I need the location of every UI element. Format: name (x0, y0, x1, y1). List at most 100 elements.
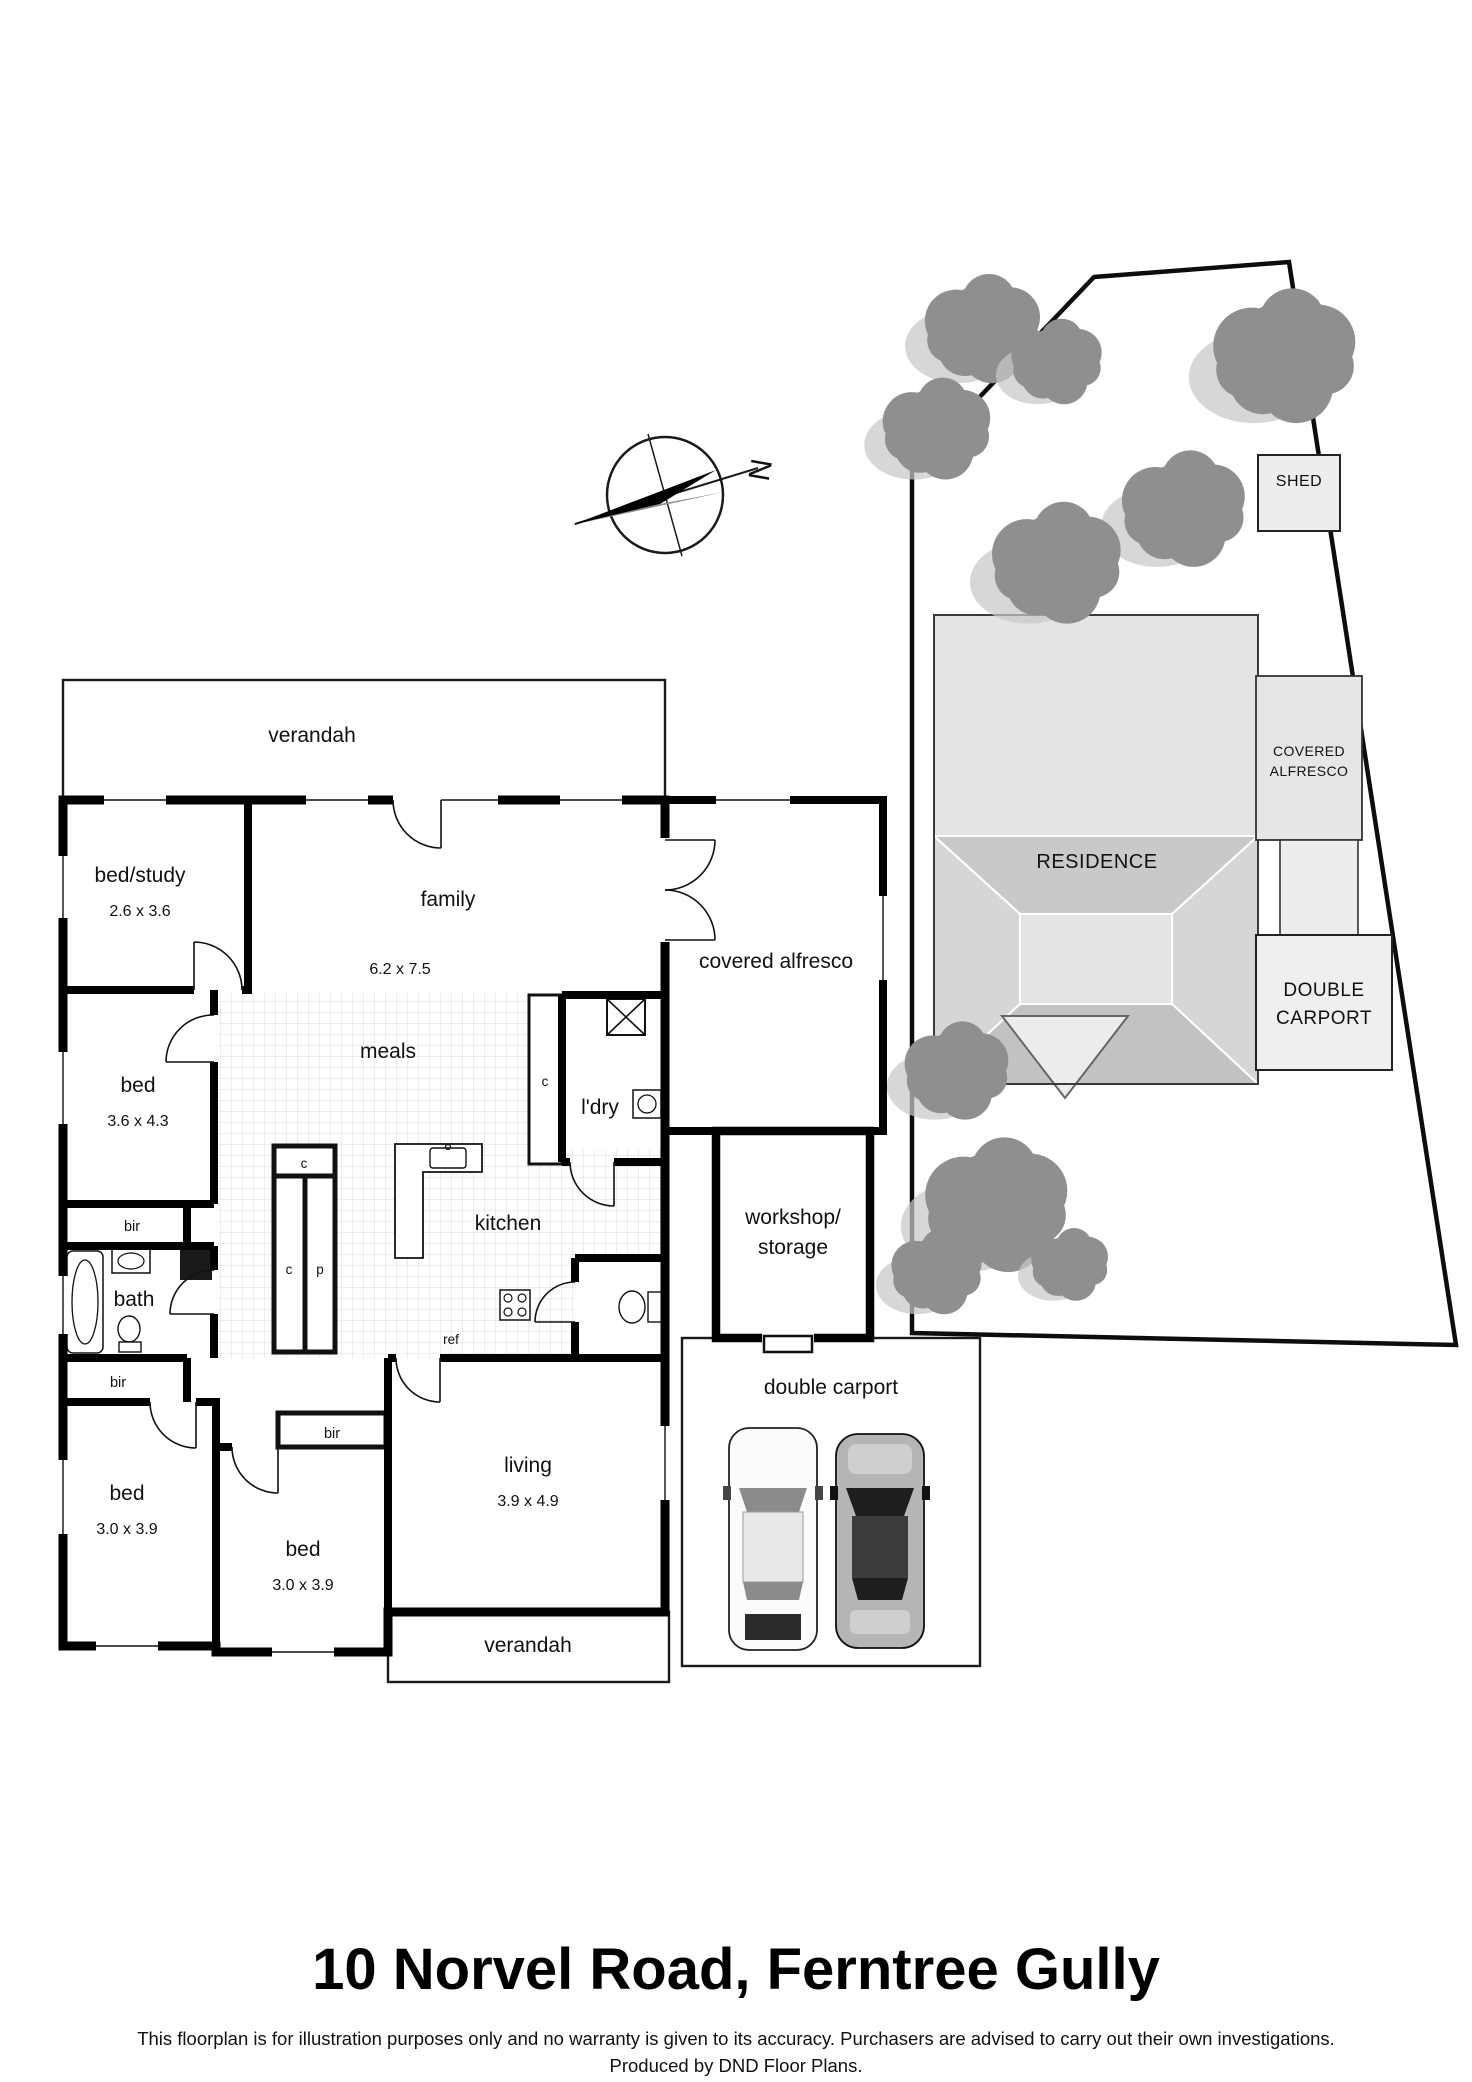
car-roof (852, 1516, 908, 1578)
label-cupboard-c1: c (542, 1074, 549, 1089)
tree (864, 377, 991, 480)
bath-fixtures (66, 1248, 212, 1354)
door-arc (231, 1446, 279, 1494)
door-arc (534, 1281, 576, 1323)
site-covered-alfresco: COVERED ALFRESCO (1255, 675, 1363, 841)
label-meals: meals (360, 1040, 416, 1063)
interior-walls (63, 796, 665, 1646)
label-bed2: bed (109, 1482, 144, 1505)
tree (1100, 450, 1245, 567)
credit-text: Produced by DND Floor Plans. (609, 2055, 863, 2076)
label-living: living (504, 1454, 552, 1477)
dims-bed3: 3.0 x 3.9 (272, 1577, 333, 1594)
label-family: family (421, 888, 476, 911)
built-in-robe (275, 1410, 389, 1450)
disclaimer-text: This floorplan is for illustration purpo… (137, 2028, 1335, 2049)
hall-pantry (302, 1173, 338, 1355)
dims-living: 3.9 x 4.9 (497, 1493, 558, 1510)
label-bed1: bed (120, 1074, 155, 1097)
site-alfresco-label-2: ALFRESCO (1270, 763, 1349, 779)
label-verandah-top: verandah (268, 724, 356, 747)
window (560, 793, 622, 807)
window (96, 1639, 158, 1653)
door-arc (664, 839, 716, 891)
toilet-tank (647, 1291, 663, 1323)
label-kitchen: kitchen (475, 1212, 542, 1235)
car-windshield (739, 1488, 807, 1512)
room-labels: verandah bed/study 2.6 x 3.6 family 6.2 … (94, 724, 898, 1657)
tree (875, 1228, 982, 1315)
window (658, 1426, 672, 1500)
label-cupboard-c3: c (286, 1262, 293, 1277)
door-gap (393, 792, 441, 808)
site-double-carport: DOUBLE CARPORT (1255, 934, 1393, 1071)
tree (1188, 288, 1356, 424)
compass-needle-gray (572, 492, 724, 525)
tree (886, 1021, 1009, 1120)
car-rear-window (852, 1578, 908, 1600)
window (104, 793, 166, 807)
verandah-top-outline (61, 678, 667, 802)
label-bed-study: bed/study (94, 864, 186, 887)
window (436, 793, 498, 807)
linen-cupboard-cross (606, 998, 646, 1036)
site-plan: RESIDENCE SHED COVERED ALFRESCO DOUBLE C… (864, 259, 1459, 1348)
door-arc (664, 889, 716, 941)
site-carport-label-1: DOUBLE (1283, 980, 1364, 1001)
faucet (444, 1143, 452, 1151)
window (56, 1276, 70, 1334)
workshop-step (762, 1334, 814, 1354)
window (306, 793, 368, 807)
washing-machine (632, 1089, 662, 1119)
door-arc (165, 1014, 215, 1063)
car-top-view-left (723, 1427, 823, 1651)
door-arc (193, 941, 243, 991)
laundry-fixtures (606, 998, 662, 1119)
cooktop (499, 1289, 531, 1321)
north-label: N (741, 456, 777, 483)
page-title: 10 Norvel Road, Ferntree Gully (312, 1937, 1160, 2002)
wc-fixtures (618, 1290, 663, 1324)
verandah-bottom-outline (386, 1610, 671, 1684)
car-mirror (723, 1486, 731, 1500)
car-trunk (850, 1610, 910, 1634)
car-mirror (815, 1486, 823, 1500)
window (56, 1052, 70, 1124)
site-shed: SHED (1257, 454, 1341, 532)
door-arc (395, 1357, 441, 1403)
window (716, 794, 790, 806)
label-bed3: bed (285, 1538, 320, 1561)
door-arc (569, 1161, 615, 1207)
label-bir1: bir (124, 1219, 140, 1235)
label-double-carport: double carport (764, 1376, 898, 1399)
windows (56, 793, 890, 1659)
dims-bed2: 3.0 x 3.9 (96, 1521, 157, 1538)
workshop-walls (711, 1126, 875, 1343)
shed-label: SHED (1276, 473, 1322, 490)
label-bath: bath (114, 1288, 155, 1311)
roof-gable (999, 1015, 1131, 1100)
dims-bed1: 3.6 x 4.3 (107, 1113, 168, 1130)
compass-circle (605, 435, 725, 555)
label-cupboard-c2: c (301, 1156, 308, 1171)
compass-needle-dark (572, 470, 716, 525)
car-windshield (846, 1488, 914, 1516)
cupboard-strip (527, 993, 564, 1166)
window (272, 1645, 334, 1659)
car-rear-window (743, 1582, 803, 1600)
residence-roof (931, 833, 1261, 1100)
site-alfresco-label-1: COVERED (1273, 743, 1345, 759)
kitchen-fixtures (394, 1143, 531, 1321)
toilet (618, 1290, 646, 1324)
car-roof (742, 1511, 804, 1583)
doors (149, 792, 716, 1494)
door-arc (169, 1269, 215, 1315)
workshop-building (711, 1126, 875, 1354)
kitchen-counter (394, 1143, 483, 1259)
window (56, 856, 70, 918)
label-pantry: p (316, 1262, 324, 1277)
label-ref: ref (443, 1332, 459, 1347)
site-annex (1279, 839, 1359, 936)
car-mirror (830, 1486, 838, 1500)
